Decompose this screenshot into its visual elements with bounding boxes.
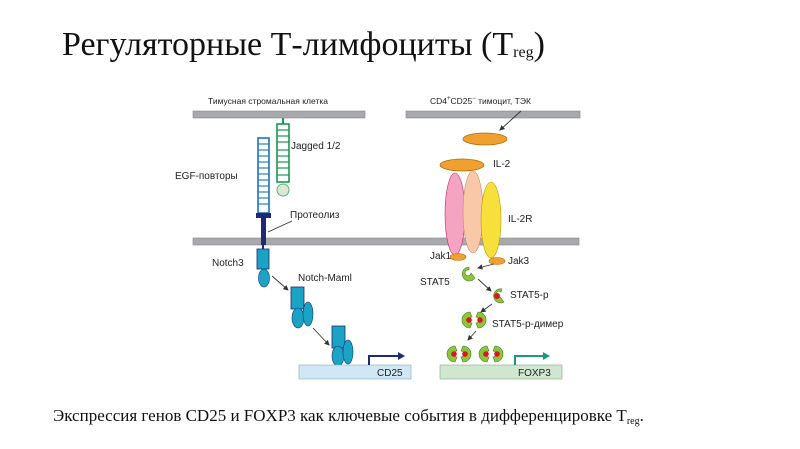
cd25-transcription-arrow — [368, 355, 400, 365]
jak3 — [488, 257, 506, 265]
notch-arrow-1 — [271, 275, 289, 291]
notch-maml-complex — [290, 286, 314, 329]
slide-title: Регуляторные Т-лимфоциты (Treg) — [62, 26, 545, 64]
jak3-label: Jak3 — [508, 256, 530, 267]
jagged-label: Jagged 1/2 — [291, 141, 341, 152]
proteolysis-label: Протеолиз — [290, 210, 340, 221]
stat5-dimer-label: STAT5-p-димер — [492, 319, 564, 330]
notch-maml-dna-bound — [331, 325, 354, 367]
notch3-receptor — [256, 137, 271, 245]
cd25-gene-label: CD25 — [377, 368, 403, 379]
stat5-p — [493, 288, 505, 304]
title-end: ) — [533, 26, 545, 63]
caption-main: Экспрессия генов CD25 и FOXP3 как ключев… — [53, 406, 627, 425]
jagged-ligand — [276, 118, 290, 197]
notch3-label: Notch3 — [212, 258, 244, 269]
il2-secretion-arrow — [499, 110, 522, 131]
target-cell-membrane — [192, 237, 580, 246]
stat5-p-dimer — [461, 311, 487, 329]
stat5-phospho-arrow — [477, 278, 492, 292]
cd25-gene-box — [298, 364, 412, 380]
stat5-dimer-dna-1 — [446, 345, 472, 363]
foxp3-arrow-head — [543, 352, 550, 360]
il2-bound — [439, 158, 485, 172]
jak3-to-stat5-arrow — [477, 263, 495, 270]
notch-maml-label: Notch-Maml — [298, 273, 352, 284]
jak1-label: Jak1 — [430, 251, 452, 262]
jak1 — [449, 253, 467, 261]
notch3-icd — [256, 245, 270, 288]
stromal-cell-label: Тимусная стромальная клетка — [208, 96, 328, 106]
title-main: Регуляторные Т-лимфоциты (T — [62, 26, 514, 63]
stat5-label: STAT5 — [420, 277, 450, 288]
foxp3-transcription-arrow — [514, 355, 545, 365]
slide-caption: Экспрессия генов CD25 и FOXP3 как ключев… — [53, 406, 773, 427]
notch-arrow-2 — [312, 327, 330, 346]
il2r-label: IL-2R — [508, 214, 532, 225]
thymocyte-label: CD4+CD25− тимоцит, ТЭК — [430, 96, 531, 106]
foxp3-gene-label: FOXP3 — [518, 368, 551, 379]
stromal-cell-membrane — [192, 110, 366, 119]
thymocyte-membrane — [405, 110, 581, 119]
proteolysis-pointer — [267, 220, 293, 233]
il2-label: IL-2 — [493, 159, 511, 170]
stat5-dimer-dna-2 — [478, 345, 504, 363]
il2-receptor — [444, 170, 502, 259]
stat5-molecule — [461, 266, 476, 282]
caption-subscript: reg — [626, 416, 640, 427]
il2-secreted — [462, 132, 508, 146]
egf-label: EGF-повторы — [175, 171, 238, 182]
cd25-arrow-head — [398, 352, 405, 360]
title-subscript: reg — [513, 44, 534, 61]
stat5-dimer-arrow — [480, 303, 493, 313]
caption-end: . — [639, 406, 644, 425]
stat5p-label: STAT5-p — [510, 290, 549, 301]
foxp3-gene-box — [439, 364, 563, 380]
stat5-dimer-nucleus-arrow — [467, 330, 477, 341]
